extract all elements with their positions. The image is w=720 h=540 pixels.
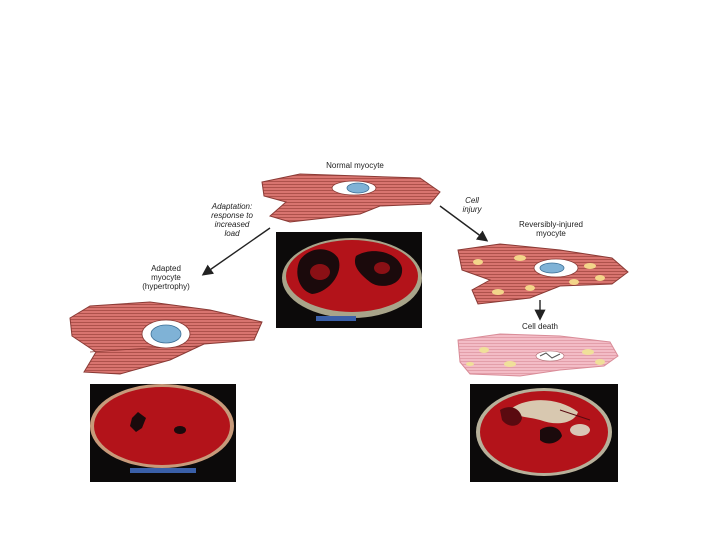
label-adapted-line-1: Adapted [151,264,181,273]
label-adapted-myocyte: Adapted myocyte (hypertrophy) [128,264,204,291]
label-normal-myocyte: Normal myocyte [326,161,384,170]
normal-myocyte [261,173,441,223]
label-cell-injury-line-2: injury [462,205,482,214]
reversibly-injured-myocyte [457,243,629,305]
label-adapted-line-2: myocyte [151,273,181,282]
label-adaptation-line-4: load [224,229,240,238]
label-adaptation-line-3: increased [214,220,250,229]
label-reversibly-injured: Reversibly-injured myocyte [496,220,606,238]
label-adaptation-line-2: response to [211,211,253,220]
label-adaptation-line-1: Adaptation: [211,202,253,211]
label-adapted-line-3: (hypertrophy) [142,282,190,291]
adapted-myocyte [69,301,263,375]
arrow-to-injured [439,205,489,242]
heart-photo-hypertrophy [90,384,236,482]
label-cell-death: Cell death [521,322,559,331]
label-adaptation: Adaptation: response to increased load [192,202,272,238]
label-reversibly-injured-line-2: myocyte [536,229,566,238]
heart-photo-infarct [470,384,618,482]
label-reversibly-injured-line-1: Reversibly-injured [518,220,584,229]
arrow-to-adapted [201,227,271,276]
label-cell-injury-line-1: Cell [465,196,479,205]
heart-photo-normal [276,232,422,328]
dead-myocyte [457,333,619,377]
label-cell-injury: Cell injury [450,196,494,214]
